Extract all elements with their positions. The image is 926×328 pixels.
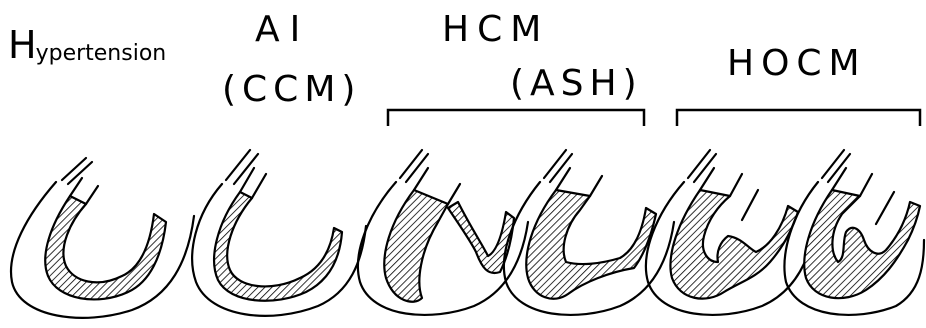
label-hypertension: Hypertension xyxy=(8,23,167,67)
bracket-hcm xyxy=(386,108,646,126)
label-hypertension-subscript: ypertension xyxy=(35,41,167,66)
wall-hatched xyxy=(803,188,922,300)
heart-hocm-1 xyxy=(644,148,818,316)
label-hypertension-initial: H xyxy=(8,23,37,67)
wall-hatched xyxy=(669,188,800,300)
label-ccm: (CCM) xyxy=(222,69,362,110)
label-hocm: HOCM xyxy=(727,43,867,84)
heart-hocm-2 xyxy=(783,148,926,316)
wall-hatched xyxy=(446,200,516,275)
heart-hcm-2 xyxy=(502,148,676,316)
label-ai: AI xyxy=(255,9,311,50)
wall-hatched xyxy=(213,190,344,302)
wall-hatched xyxy=(525,188,658,300)
wall-hatched xyxy=(44,194,168,301)
heart-hcm-1 xyxy=(356,148,530,316)
wall-hatched xyxy=(383,188,450,303)
label-ash: (ASH) xyxy=(510,63,643,104)
label-hcm: HCM xyxy=(442,9,550,50)
heart-ai-ccm xyxy=(191,148,368,317)
heart-hypertension xyxy=(9,156,196,319)
bracket-hocm xyxy=(675,108,922,126)
